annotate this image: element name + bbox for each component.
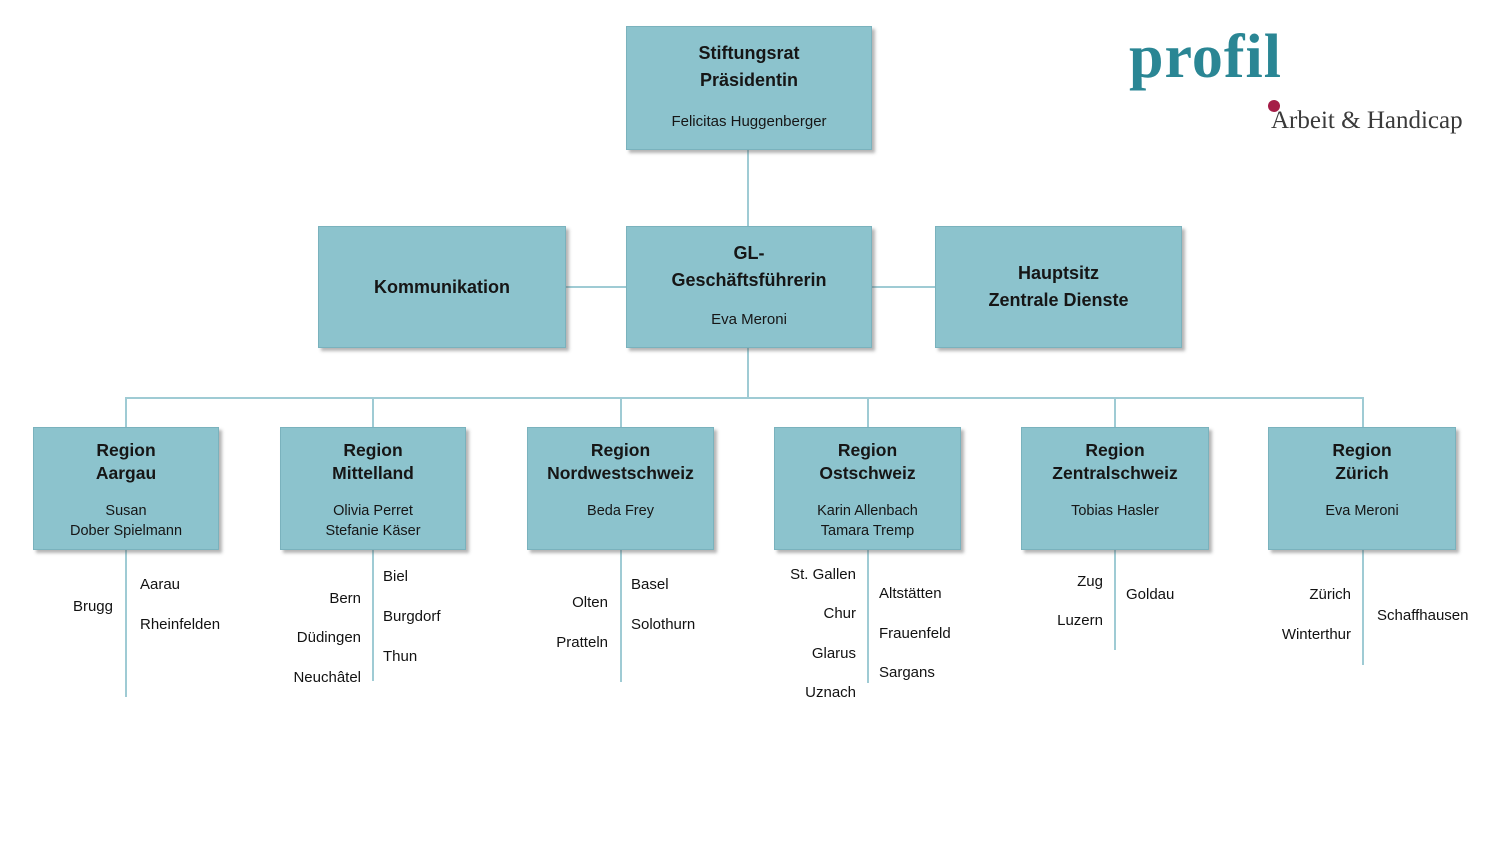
city-label: Aarau [140, 576, 181, 593]
city-label: Frauenfeld [879, 625, 951, 642]
org-box-kommunikation: Kommunikation [318, 226, 566, 348]
city-label: Burgdorf [383, 608, 441, 625]
box-title: Region Aargau [95, 440, 157, 483]
city-label: Altstätten [879, 585, 942, 602]
box-title: Region Ostschweiz [819, 440, 916, 483]
connector-drop-mittelland [372, 397, 374, 427]
box-person: Susan Dober Spielmann [69, 503, 183, 539]
city-label: St. Gallen [790, 566, 856, 583]
city-label: Düdingen [296, 629, 361, 646]
org-box-geschaeftsfuehrerin: GL- Geschäftsführerin Eva Meroni [626, 226, 872, 348]
box-title: Kommunikation [373, 276, 510, 297]
box-person: Eva Meroni [711, 311, 787, 328]
city-label: Winterthur [1281, 626, 1351, 643]
connector-root-to-gl [747, 150, 749, 227]
connector-drop-aargau [125, 397, 127, 427]
box-title: Region Zürich [1332, 440, 1392, 483]
connector-gl-to-hauptsitz [872, 286, 935, 288]
city-label: Glarus [811, 645, 856, 662]
city-label: Biel [383, 568, 409, 585]
city-label: Brugg [72, 598, 113, 615]
org-box-region-zuerich: Region Zürich Eva Meroni [1268, 427, 1456, 550]
org-box-stiftungsrat: Stiftungsrat Präsidentin Felicitas Hugge… [626, 26, 872, 150]
city-label: Schaffhausen [1377, 607, 1469, 624]
city-line-aargau [125, 550, 127, 697]
org-box-hauptsitz: Hauptsitz Zentrale Dienste [935, 226, 1182, 348]
box-person: Eva Meroni [1325, 503, 1399, 519]
org-box-region-ostschweiz: Region Ostschweiz Karin Allenbach Tamara… [774, 427, 961, 550]
city-label: Zug [1077, 573, 1103, 590]
box-title: Region Mittelland [332, 440, 414, 483]
connector-distribution [126, 397, 1364, 399]
box-person: Olivia Perret Stefanie Käser [325, 503, 421, 539]
org-box-region-aargau: Region Aargau Susan Dober Spielmann [33, 427, 219, 550]
city-line-zentralschweiz [1114, 550, 1116, 650]
city-label: Zürich [1309, 586, 1351, 603]
box-person: Beda Frey [587, 503, 654, 519]
logo-dot-icon [1268, 100, 1280, 112]
connector-drop-zentralschweiz [1114, 397, 1116, 427]
connector-gl-down [747, 348, 749, 398]
box-title: Hauptsitz Zentrale Dienste [988, 263, 1129, 310]
city-label: Bern [329, 590, 361, 607]
connector-drop-nordwestschweiz [620, 397, 622, 427]
org-box-region-mittelland: Region Mittelland Olivia Perret Stefanie… [280, 427, 466, 550]
city-label: Pratteln [556, 634, 608, 651]
box-person: Felicitas Huggenberger [671, 113, 827, 130]
org-box-region-zentralschweiz: Region Zentralschweiz Tobias Hasler [1021, 427, 1209, 550]
connector-komm-to-gl [566, 286, 626, 288]
city-line-mittelland [372, 550, 374, 681]
city-line-nordwestschweiz [620, 550, 622, 682]
city-label: Basel [631, 576, 669, 593]
city-label: Olten [572, 594, 608, 611]
box-title: Stiftungsrat Präsidentin [698, 43, 800, 90]
box-title: GL- Geschäftsführerin [671, 243, 827, 290]
box-title: Region Nordwestschweiz [547, 440, 694, 483]
city-label: Neuchâtel [293, 669, 361, 686]
city-line-zuerich [1362, 550, 1364, 665]
box-person: Tobias Hasler [1071, 503, 1159, 519]
city-label: Rheinfelden [140, 616, 221, 633]
connector-drop-ostschweiz [867, 397, 869, 427]
city-label: Uznach [805, 684, 856, 701]
city-label: Thun [383, 648, 418, 665]
city-label: Sargans [879, 664, 935, 681]
city-label: Chur [823, 605, 856, 622]
city-label: Luzern [1057, 612, 1103, 629]
logo-tagline: Arbeit & Handicap [1271, 107, 1463, 134]
profil-logo-wordmark: profil [1129, 23, 1282, 91]
box-person: Karin Allenbach Tamara Tremp [817, 503, 918, 539]
org-box-region-nordwestschweiz: Region Nordwestschweiz Beda Frey [527, 427, 714, 550]
connector-drop-zuerich [1362, 397, 1364, 427]
city-label: Goldau [1126, 586, 1175, 603]
city-label: Solothurn [631, 616, 696, 633]
city-line-ostschweiz [867, 550, 869, 683]
box-title: Region Zentralschweiz [1052, 440, 1178, 483]
